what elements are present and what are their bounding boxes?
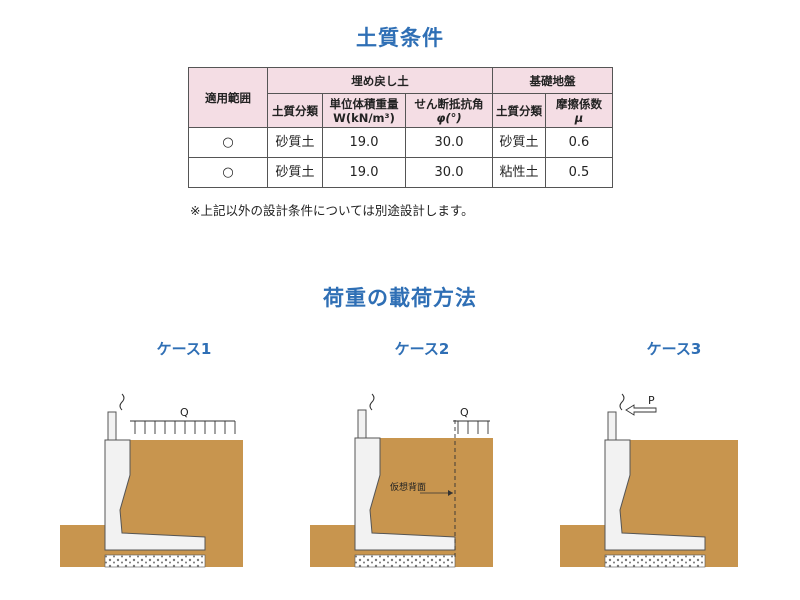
header-scope: 適用範囲 <box>188 67 268 128</box>
load-arrows <box>457 421 489 434</box>
gravel-base <box>604 554 706 568</box>
gravel-base <box>354 554 456 568</box>
col-soil-type: 土質分類 <box>267 93 323 128</box>
fence-post <box>107 411 117 441</box>
case1-label: ケース1 <box>156 340 212 358</box>
header-backfill: 埋め戻し土 <box>267 67 493 94</box>
soil-cell: 砂質土 <box>267 127 323 158</box>
loading-method-title: 荷重の載荷方法 <box>323 286 477 310</box>
angle-cell: 30.0 <box>405 157 493 188</box>
load-arrows <box>134 421 236 434</box>
scope-cell: ○ <box>188 127 268 158</box>
scope-cell: ○ <box>188 157 268 188</box>
case2-label: ケース2 <box>394 340 450 358</box>
virtual-back-label: 仮想背面 <box>390 481 426 493</box>
angle-cell: 30.0 <box>405 127 493 158</box>
gravel-base <box>104 554 206 568</box>
mu-cell: 0.5 <box>545 157 613 188</box>
case3-label: ケース3 <box>646 340 702 358</box>
soil-conditions-title: 土質条件 <box>356 26 444 50</box>
case1-diagram: Q <box>60 393 243 568</box>
table-row: ○ 砂質土 19.0 30.0 砂質土 0.6 <box>188 127 613 158</box>
break-mark-icon <box>119 393 125 411</box>
horizontal-load-arrow-icon <box>625 404 657 416</box>
fence-post <box>607 411 617 441</box>
retaining-wall <box>104 439 206 551</box>
foundation-cell: 砂質土 <box>492 127 546 158</box>
mu-cell: 0.6 <box>545 127 613 158</box>
fence-post <box>357 409 367 439</box>
load-label: Q <box>460 406 469 419</box>
load-label: Q <box>180 406 189 419</box>
retaining-wall <box>604 439 706 551</box>
case3-diagram: P <box>560 393 738 568</box>
annotation-arrow-icon <box>448 490 453 496</box>
header-foundation: 基礎地盤 <box>492 67 613 94</box>
break-mark-icon <box>619 393 625 411</box>
foundation-cell: 粘性土 <box>492 157 546 188</box>
break-mark-icon <box>369 393 375 411</box>
col-foundation-soil-type: 土質分類 <box>492 93 546 128</box>
weight-cell: 19.0 <box>322 157 406 188</box>
weight-cell: 19.0 <box>322 127 406 158</box>
design-note: ※上記以外の設計条件については別途設計します。 <box>190 203 474 218</box>
soil-cell: 砂質土 <box>267 157 323 188</box>
case2-diagram: Q 仮想背面 <box>310 393 493 568</box>
load-label: P <box>648 394 655 407</box>
retaining-wall <box>354 437 456 551</box>
table-row: ○ 砂質土 19.0 30.0 粘性土 0.5 <box>188 157 613 188</box>
